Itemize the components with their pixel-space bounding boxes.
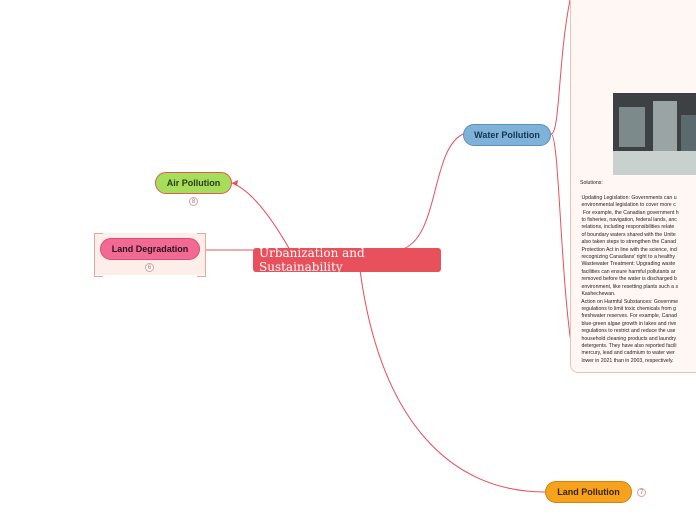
air-pollution-node[interactable]: Air Pollution xyxy=(155,172,232,194)
water-note-line: Updating Legislation: Governments can u xyxy=(580,194,677,201)
water-pollution-node[interactable]: Water Pollution xyxy=(463,124,551,146)
land-degradation-node[interactable]: Land Degradation xyxy=(100,238,200,260)
connector-air xyxy=(231,182,291,251)
water-note-line: household cleaning products and laundry xyxy=(580,335,677,342)
land-pollution-node[interactable]: Land Pollution xyxy=(545,481,632,503)
water-note-line: of boundary waters shared with the Unite xyxy=(580,231,676,238)
water-note-line: to fisheries, navigation, federal lands,… xyxy=(580,217,677,224)
water-note-line: facilities can ensure harmful pollutants… xyxy=(580,268,676,275)
connector-land-pollution xyxy=(359,269,546,493)
water-note-line: recognizing Canadians' right to a health… xyxy=(580,254,676,261)
land-pollution-collapse-badge[interactable]: 7 xyxy=(637,488,646,497)
water-note-line: blue-green algae growth in lakes and riv… xyxy=(580,320,677,327)
water-note-line: detergents. They have also reported faci… xyxy=(580,342,677,349)
water-note-line: For example, the Canadian government h xyxy=(580,209,679,216)
water-notes-panel xyxy=(570,0,696,373)
water-note-line: regulations to restrict and reduce the u… xyxy=(580,328,676,335)
air-pollution-collapse-badge[interactable]: 8 xyxy=(189,197,198,206)
water-note-line: environmental legislation to cover more … xyxy=(580,202,676,209)
connector-water-panel-top xyxy=(550,0,571,135)
central-topic[interactable]: Urbanization and Sustainability xyxy=(253,246,441,274)
water-note-line: removed before the water is discharged b xyxy=(580,276,677,283)
water-note-line xyxy=(580,187,696,194)
water-note-line: Protection Act in line with the science,… xyxy=(580,246,678,253)
water-treatment-photo xyxy=(613,93,696,175)
water-note-line: also taken steps to strengthen the Canad xyxy=(580,239,677,246)
water-note-line: Solutions: xyxy=(580,180,603,186)
water-note-line: relations, including responsibilities re… xyxy=(580,224,675,231)
water-note-line: Action on Harmful Substances: Governme xyxy=(580,298,679,305)
water-note-line: mercury, lead and cadmium to water wer xyxy=(580,350,675,357)
land-degradation-collapse-badge[interactable]: 6 xyxy=(145,263,154,272)
water-note-line: lower in 2021 than in 2003, respectively… xyxy=(580,357,674,364)
water-note-line: environment, like resetting plants such … xyxy=(580,283,679,290)
water-note-line: regulations to limit toxic chemicals fro… xyxy=(580,305,677,312)
water-note-line: Kashechewan. xyxy=(580,291,616,298)
water-note-line: Wastewater Treatment: Upgrading waste xyxy=(580,261,676,268)
water-note-line: freshwater reserves. For example, Canad xyxy=(580,313,677,320)
connector-water xyxy=(399,133,464,251)
water-notes-text: Solutions: Updating Legislation: Governm… xyxy=(580,180,696,365)
arrow-air xyxy=(232,180,238,186)
